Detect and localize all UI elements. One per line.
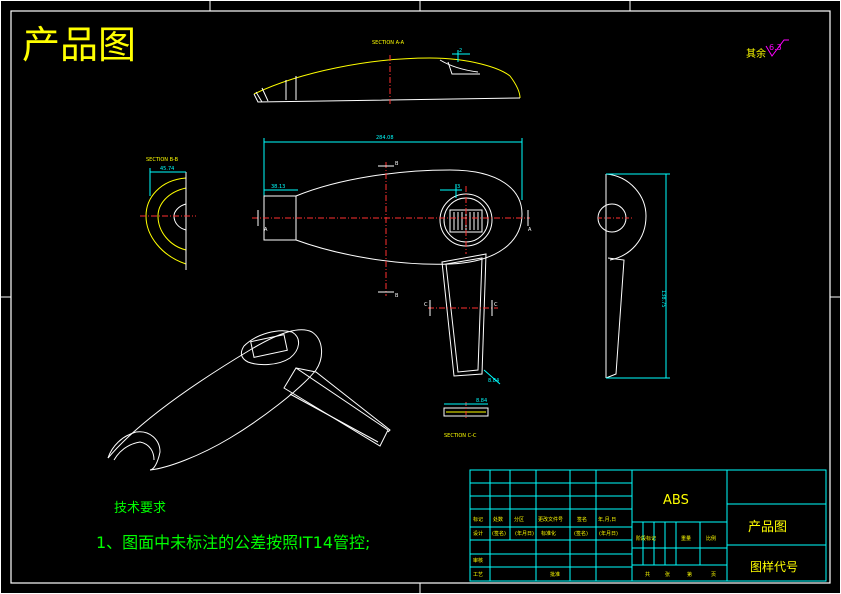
tb-weight-label: 重量 [681, 535, 691, 542]
dim-nozzle-length: 38.13 [271, 184, 285, 190]
surface-note-value: 6.3 [769, 43, 782, 52]
tb-header-2-5: (年月日) [599, 530, 618, 537]
notes-item-1: 1、图面中未标注的公差按照IT14管控; [96, 533, 370, 552]
cut-letter-a-left: A [264, 227, 268, 233]
tb-scale-label: 比例 [706, 535, 716, 542]
tb-header-1-1: 处数 [493, 516, 503, 523]
tb-header-1-0: 标记 [473, 516, 483, 523]
title-block-material: ABS [663, 493, 689, 508]
cut-letter-b-bottom: B [395, 293, 399, 299]
section-cc-label: SECTION C-C [444, 433, 477, 439]
section-bb-dim: 45.74 [160, 166, 174, 172]
dim-side-height: 138.75 [660, 290, 666, 308]
dim-top-small: 3 [457, 184, 460, 190]
tb-design-label: 设计 [473, 530, 483, 537]
tb-header-2-3: 标准化 [541, 530, 556, 537]
isometric-view [107, 329, 391, 471]
section-cc-dim: 8.84 [476, 398, 487, 404]
dim-overall-length: 284.08 [376, 135, 394, 141]
title-block [469, 469, 827, 582]
tb-header-1-4: 签名 [577, 516, 587, 523]
tb-sheet-unit: 张 [665, 571, 670, 578]
inner-frame [10, 10, 831, 584]
front-view [252, 138, 530, 296]
handle-front-view [428, 253, 501, 385]
tb-sheet-page: 页 [711, 572, 716, 578]
notes-heading: 技术要求 [114, 501, 166, 516]
section-aa-view [253, 50, 521, 104]
section-aa-label: SECTION A-A [372, 40, 405, 46]
tb-header-1-3: 更改文件号 [538, 516, 563, 523]
tb-header-2-2: (年月日) [515, 530, 534, 537]
cut-letter-c-right: C [494, 302, 498, 308]
cut-letter-c-left: C [424, 302, 428, 308]
tb-process-label: 工艺 [473, 572, 483, 578]
section-bb-view [140, 168, 196, 270]
tb-stage-label: 阶段标记 [636, 535, 656, 542]
title-block-drawing-code: 图样代号 [750, 559, 798, 574]
tb-sheet-total: 共 [645, 571, 650, 578]
tb-header-2-4: (签名) [574, 530, 588, 537]
cut-letter-a-right: A [528, 227, 532, 233]
dim-handle-bottom: 8.84 [488, 378, 499, 384]
tb-header-2-1: (签名) [492, 530, 506, 537]
tb-header-1-2: 分区 [514, 516, 524, 523]
side-view [597, 173, 670, 379]
section-bb-label: SECTION B-B [146, 157, 179, 163]
drawing-title: 产品图 [22, 23, 136, 67]
section-cc-view [443, 402, 489, 420]
tb-sheet-index: 第 [687, 571, 692, 578]
tb-review-label: 审核 [473, 557, 483, 564]
cut-letter-b-top: B [395, 161, 399, 167]
tb-approve-label: 批准 [550, 571, 560, 578]
roughness-icon [765, 39, 789, 57]
section-aa-dim: 2 [459, 48, 462, 54]
surface-note-prefix: 其余 [746, 47, 766, 60]
tb-header-1-5: 年,月,日 [598, 516, 616, 523]
title-block-drawing-name: 产品图 [748, 520, 787, 535]
